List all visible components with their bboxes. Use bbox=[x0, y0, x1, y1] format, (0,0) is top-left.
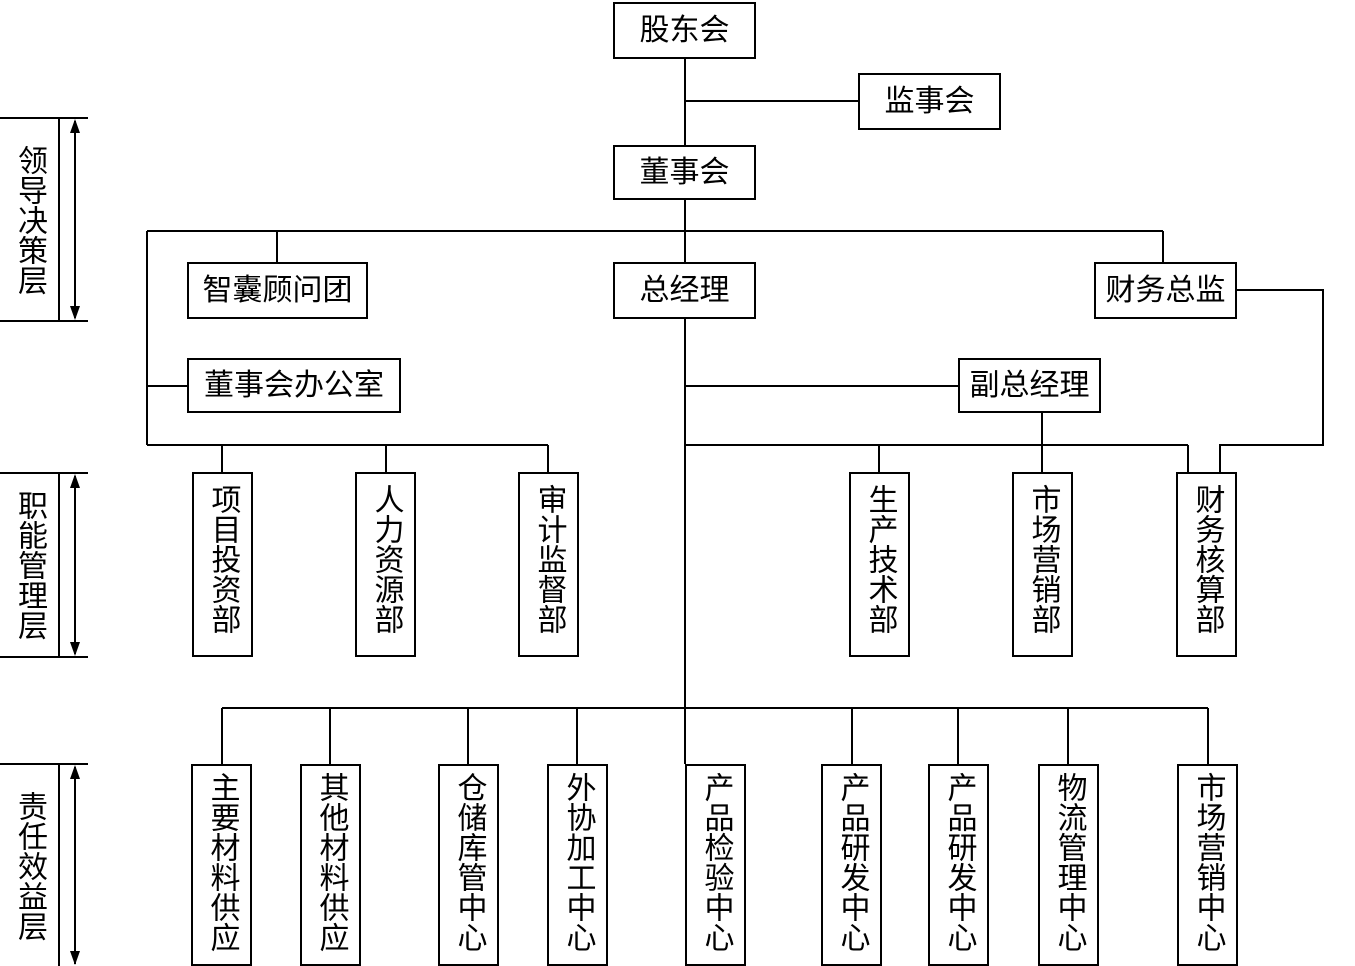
dept-audit-supervision: 审计监督部 bbox=[518, 472, 579, 657]
node-label: 副总经理 bbox=[969, 367, 1090, 403]
dept-label: 项目投资部 bbox=[205, 484, 241, 634]
double-arrow-icon bbox=[60, 117, 88, 322]
center-rd-1: 产品研发中心 bbox=[821, 764, 882, 966]
center-label: 产品检验中心 bbox=[698, 772, 734, 952]
center-logistics: 物流管理中心 bbox=[1038, 764, 1099, 966]
center-label: 其他材料供应 bbox=[313, 772, 349, 952]
dept-label: 生产技术部 bbox=[862, 484, 898, 634]
center-warehouse: 仓储库管中心 bbox=[438, 764, 499, 966]
double-arrow-icon bbox=[60, 763, 88, 965]
node-general-manager: 总经理 bbox=[613, 262, 756, 319]
dept-human-resources: 人力资源部 bbox=[355, 472, 416, 657]
dept-label: 人力资源部 bbox=[368, 484, 404, 634]
node-label: 监事会 bbox=[884, 83, 975, 119]
node-supervisory-board: 监事会 bbox=[858, 73, 1001, 130]
node-label: 财务总监 bbox=[1105, 272, 1226, 308]
center-quality-inspection: 产品检验中心 bbox=[685, 764, 746, 966]
dept-marketing: 市场营销部 bbox=[1012, 472, 1073, 657]
center-label: 主要材料供应 bbox=[204, 772, 240, 952]
dept-label: 审计监督部 bbox=[531, 484, 567, 634]
dept-production-tech: 生产技术部 bbox=[849, 472, 910, 657]
node-label: 股东会 bbox=[639, 12, 730, 48]
node-cfo: 财务总监 bbox=[1094, 262, 1237, 319]
center-label: 仓储库管中心 bbox=[451, 772, 487, 952]
center-other-materials: 其他材料供应 bbox=[300, 764, 361, 966]
center-label: 外协加工中心 bbox=[560, 772, 596, 952]
center-label: 市场营销中心 bbox=[1190, 772, 1226, 952]
center-main-materials: 主要材料供应 bbox=[191, 764, 252, 966]
node-label: 智囊顾问团 bbox=[202, 272, 353, 308]
layer-label: 领导决策层 bbox=[12, 144, 47, 295]
center-label: 物流管理中心 bbox=[1051, 772, 1087, 952]
node-label: 董事会办公室 bbox=[204, 367, 384, 403]
node-label: 董事会 bbox=[639, 154, 730, 190]
node-board-office: 董事会办公室 bbox=[187, 358, 401, 413]
dept-financial-accounting: 财务核算部 bbox=[1176, 472, 1237, 657]
layer-leadership: 领导决策层 bbox=[0, 117, 60, 322]
layer-functional: 职能管理层 bbox=[0, 472, 60, 658]
dept-label: 财务核算部 bbox=[1189, 484, 1225, 634]
center-rd-2: 产品研发中心 bbox=[928, 764, 989, 966]
node-deputy-gm: 副总经理 bbox=[958, 358, 1101, 413]
node-think-tank: 智囊顾问团 bbox=[187, 262, 368, 319]
dept-project-investment: 项目投资部 bbox=[192, 472, 253, 657]
layer-label: 职能管理层 bbox=[12, 490, 47, 640]
center-marketing: 市场营销中心 bbox=[1177, 764, 1238, 966]
node-board: 董事会 bbox=[613, 145, 756, 200]
double-arrow-icon bbox=[60, 472, 88, 658]
node-label: 总经理 bbox=[639, 272, 730, 308]
dept-label: 市场营销部 bbox=[1025, 484, 1061, 634]
node-shareholders: 股东会 bbox=[613, 2, 756, 59]
layer-label: 责任效益层 bbox=[12, 790, 47, 941]
center-label: 产品研发中心 bbox=[834, 772, 870, 952]
center-outsourcing: 外协加工中心 bbox=[547, 764, 608, 966]
center-label: 产品研发中心 bbox=[941, 772, 977, 952]
layer-responsibility: 责任效益层 bbox=[0, 763, 60, 966]
